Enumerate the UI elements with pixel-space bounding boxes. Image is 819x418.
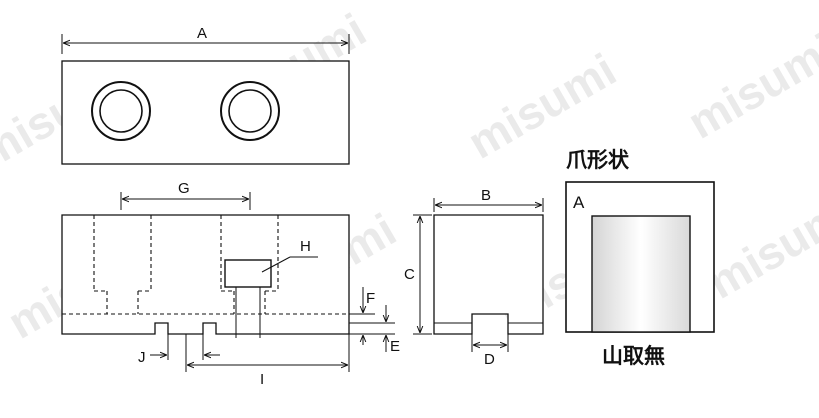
top-view [61,34,350,165]
jaw-shape-corner-label: A [573,193,585,212]
dim-label-b: B [481,187,491,204]
dim-label-a: A [197,25,207,42]
jaw-shape-title: 爪形状 [566,148,630,172]
jaw-shape-block [591,215,691,333]
h-section-box [224,259,272,288]
dim-label-c: C [404,266,415,283]
dim-label-g: G [178,180,190,197]
dim-label-i: I [260,371,264,388]
jaw-shape-caption: 山取無 [602,344,665,368]
top-view-outline [61,60,350,165]
bolt-hole-inner-left [99,89,143,133]
dim-label-j: J [138,349,146,366]
bolt-hole-outer-left [91,81,151,141]
bolt-hole-outer-right [220,81,280,141]
front-view-outline [61,214,350,335]
side-view [413,198,544,352]
bolt-hole-inner-right [228,89,272,133]
watermark-text: misumi [699,183,819,309]
dim-label-f: F [366,290,375,307]
dim-label-h: H [300,238,311,255]
front-view [61,192,395,372]
dim-label-e: E [390,338,400,355]
watermark-text: misumi [679,23,819,149]
side-view-outline [433,214,544,335]
dim-label-d: D [484,351,495,368]
jaw-shape-panel [565,181,715,333]
